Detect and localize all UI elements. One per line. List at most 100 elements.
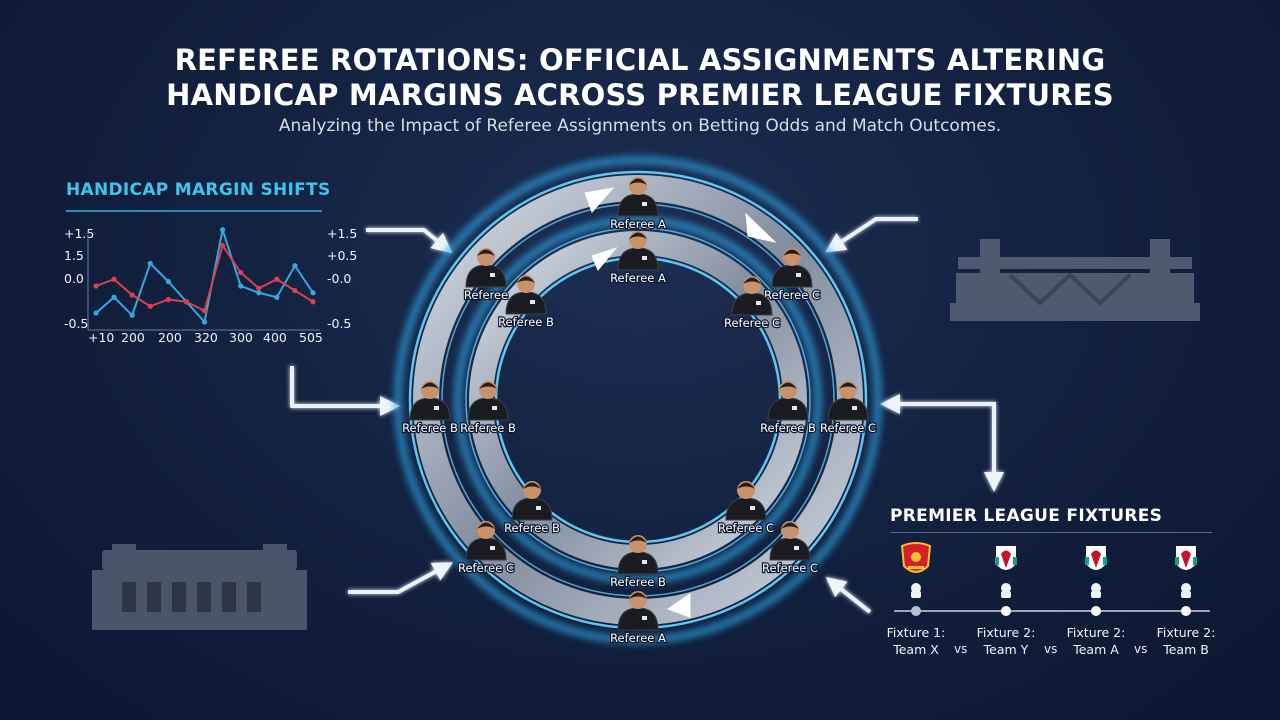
referee-figure: Referee B [759,381,817,436]
y-tick-right: -0.0 [327,271,352,286]
data-point [238,283,244,289]
data-point [93,283,99,289]
fixtures-timeline [894,542,1210,616]
y-tick-left: -0.5 [64,316,89,331]
arrow-left-elbow [290,366,400,416]
premier-league-lion-icon [1001,583,1011,598]
referee-figure: Referee [463,248,509,303]
y-tick-left: +1.5 [64,226,95,241]
x-tick: 400 [263,330,287,345]
data-point [292,263,298,269]
timeline-node [1181,606,1191,616]
data-point [310,290,316,296]
data-point [256,285,262,291]
premier-league-lion-icon [911,583,921,598]
referee-figure: Referee B [609,535,667,590]
timeline-node [1001,606,1011,616]
vs-label: vs [1134,642,1148,656]
chart-series-group [93,227,316,325]
data-point [238,269,244,276]
referee-label: Referee B [760,421,816,435]
data-point [147,303,153,309]
data-point [129,292,135,298]
data-point [274,294,280,300]
data-point [310,299,316,305]
y-tick-left: 1.5 [64,248,84,263]
referee-label: Referee B [498,315,554,329]
fixture-item: Fixture 2: Team A [1056,624,1136,658]
referee-label: Referee C [820,421,876,435]
referee-figure: Referee A [609,177,667,232]
referee-figure: Referee C [717,481,775,536]
referee-label: Referee C [764,288,820,302]
data-point [111,294,117,300]
data-point [147,260,153,267]
referee-label: Referee B [504,521,560,535]
fixtures-divider [890,532,1212,533]
premier-league-lion-icon [1091,583,1101,598]
timeline-node [911,606,921,616]
stadium-silhouette-right [950,239,1200,321]
y-tick-right: -0.5 [327,316,352,331]
data-point [274,276,280,282]
fixture-team: Team Y [983,642,1029,657]
data-point [256,290,262,296]
arrow-bottom-right [825,577,872,614]
referee-figure: Referee C [763,248,821,303]
referee-figure: Referee C [723,276,781,331]
arrow-top-left [366,228,453,254]
data-point [165,296,171,303]
arrow-bottom-left [348,562,454,594]
arrow-top-right [825,217,918,253]
fixture-number: Fixture 2: [1066,625,1126,640]
data-point [165,278,171,285]
referee-label: Referee [464,288,508,302]
data-point [201,308,208,314]
fixture-number: Fixture 2: [1156,625,1216,640]
referee-figure: Referee A [609,591,667,646]
fixture-number: Fixture 2: [976,625,1036,640]
referee-label: Referee B [610,575,666,589]
referee-label: Referee C [762,561,818,575]
liverpool-crest [1175,546,1197,570]
fixture-number: Fixture 1: [886,625,946,640]
x-tick: 320 [194,330,218,345]
handicap-chart-title: HANDICAP MARGIN SHIFTS [66,180,331,200]
y-tick-left: 0.0 [64,271,84,286]
referee-label: Referee B [402,421,458,435]
fixture-item: Fixture 2: Team Y [966,624,1046,658]
data-point [183,299,190,305]
referee-figure: Referee B [401,381,459,436]
data-point [292,287,298,294]
fixture-team: Team B [1163,642,1209,657]
timeline-node [1091,606,1101,616]
fixture-item: Fixture 1: Team X [876,624,956,658]
referee-figure: Referee C [761,521,819,576]
referee-label: Referee C [458,561,514,575]
referee-label: Referee A [610,631,666,645]
referee-figure: Referee B [503,481,561,536]
data-point [129,312,135,318]
referee-label: Referee C [724,316,780,330]
data-point [201,319,208,325]
vs-label: vs [1044,642,1058,656]
data-point [111,276,117,282]
liverpool-crest [1085,546,1107,570]
vs-label: vs [954,642,968,656]
referee-figure: Referee B [497,275,555,330]
ring-direction-arrows [584,187,777,618]
main-title-line-1: REFEREE ROTATIONS: OFFICIAL ASSIGNMENTS … [174,43,1106,77]
y-tick-right: +1.5 [327,226,358,241]
referee-figure: Referee C [819,381,877,436]
liverpool-crest [995,546,1017,570]
fixture-team: Team A [1073,642,1119,657]
data-point [93,310,99,316]
referee-figure: Referee C [457,521,515,576]
handicap-chart-underline [66,210,322,212]
referee-label: Referee C [718,521,774,535]
subtitle: Analyzing the Impact of Referee Assignme… [278,116,1002,136]
x-tick: 200 [121,330,145,345]
referee-label: Referee A [610,271,666,285]
fixture-team: Team X [893,642,939,657]
